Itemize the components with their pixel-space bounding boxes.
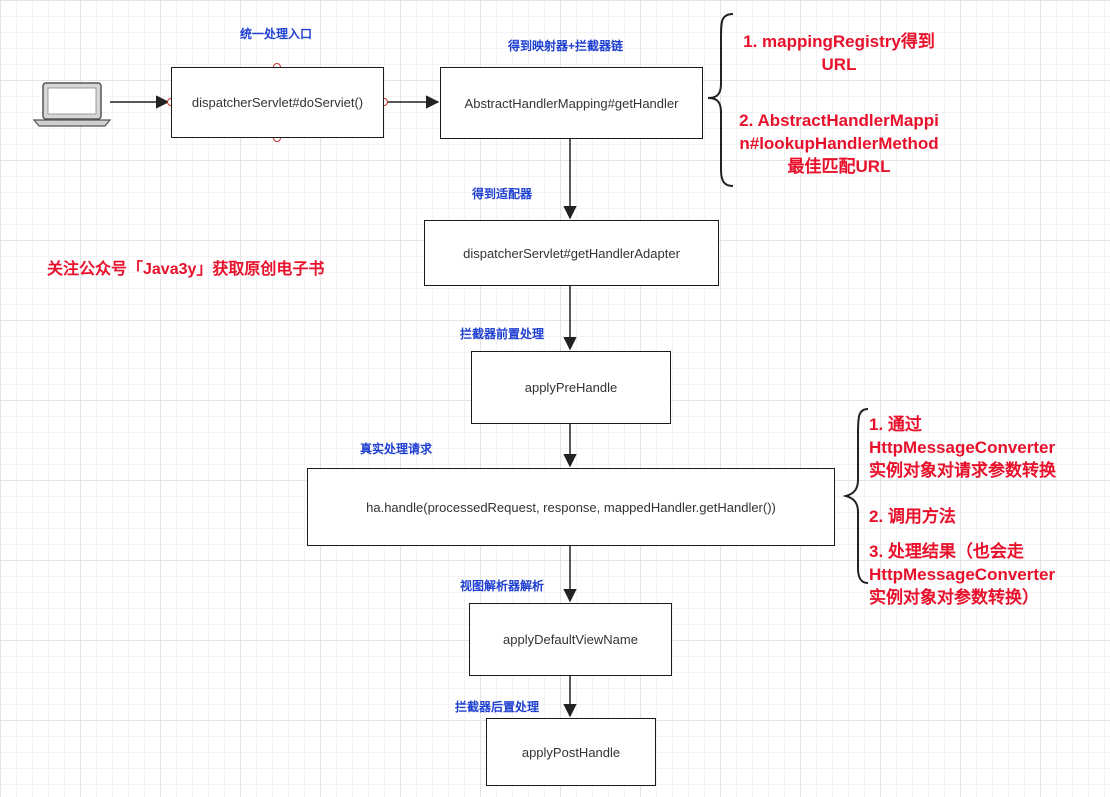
handle-note-3-line1: 3. 处理结果（也会走 bbox=[869, 542, 1024, 561]
handle-note-1-line2: HttpMessageConverter bbox=[869, 438, 1056, 457]
handle-note-3-line2: HttpMessageConverter bbox=[869, 565, 1056, 584]
label-get-adapter: 得到适配器 bbox=[472, 187, 533, 201]
handle-note-1-line1: 1. 通过 bbox=[869, 415, 922, 434]
handle-note-3: 3. 处理结果（也会走 HttpMessageConverter 实例对象对参数… bbox=[869, 540, 1055, 609]
label-post-interceptor: 拦截器后置处理 bbox=[455, 700, 540, 714]
box-get-handler-adapter[interactable]: dispatcherServlet#getHandlerAdapter bbox=[424, 220, 719, 286]
mapping-notes-brace bbox=[707, 13, 734, 187]
mapping-note-2-line3: 最佳匹配URL bbox=[787, 157, 891, 176]
mapping-note-1-line1: 1. mappingRegistry得到 bbox=[743, 32, 935, 51]
mapping-note-2-line1: 2. AbstractHandlerMappi bbox=[739, 111, 939, 130]
box-apply-post-handle[interactable]: applyPostHandle bbox=[486, 718, 656, 786]
handle-note-1: 1. 通过 HttpMessageConverter 实例对象对请求参数转换 bbox=[869, 413, 1056, 482]
handle-note-2: 2. 调用方法 bbox=[869, 505, 956, 528]
mapping-note-2: 2. AbstractHandlerMappi n#lookupHandlerM… bbox=[728, 109, 950, 178]
label-pre-interceptor: 拦截器前置处理 bbox=[460, 327, 545, 341]
label-view-resolver: 视图解析器解析 bbox=[460, 579, 545, 593]
box-apply-default-view-name[interactable]: applyDefaultViewName bbox=[469, 603, 672, 676]
handle-note-1-line3: 实例对象对请求参数转换 bbox=[869, 461, 1056, 480]
box-apply-pre-handle[interactable]: applyPreHandle bbox=[471, 351, 671, 424]
laptop-icon bbox=[32, 82, 112, 127]
handle-notes-brace bbox=[842, 408, 869, 584]
handle-note-3-line3: 实例对象对参数转换） bbox=[869, 588, 1039, 607]
box-get-handler[interactable]: AbstractHandlerMapping#getHandler bbox=[440, 67, 703, 139]
box-do-service[interactable]: dispatcherServlet#doServiet() bbox=[171, 67, 384, 138]
box-ha-handle[interactable]: ha.handle(processedRequest, response, ma… bbox=[307, 468, 835, 546]
label-get-mapping: 得到映射器+拦截器链 bbox=[508, 39, 624, 53]
mapping-note-1: 1. mappingRegistry得到 URL bbox=[732, 30, 946, 76]
mapping-note-1-line2: URL bbox=[821, 55, 857, 74]
mapping-note-2-line2: n#lookupHandlerMethod bbox=[739, 134, 939, 153]
handle-note-2-line1: 2. 调用方法 bbox=[869, 507, 956, 526]
label-entry: 统一处理入口 bbox=[240, 27, 313, 41]
promo-text: 关注公众号「Java3y」获取原创电子书 bbox=[47, 261, 325, 278]
label-real-handle: 真实处理请求 bbox=[360, 442, 433, 456]
